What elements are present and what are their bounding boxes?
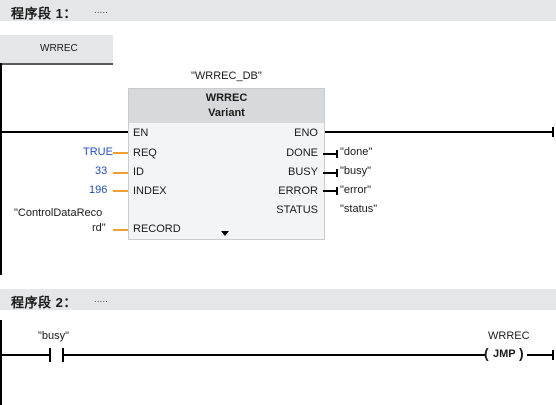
- pin-busy[interactable]: BUSY: [288, 166, 318, 178]
- pin-done[interactable]: DONE: [286, 147, 318, 159]
- pin-eno[interactable]: ENO: [294, 127, 318, 139]
- rung-wire-left: [2, 354, 49, 356]
- busy-wire: [323, 172, 337, 174]
- index-value[interactable]: 196: [89, 184, 108, 196]
- wrrec-function-block[interactable]: WRREC Variant EN REQ ID INDEX RECORD ENO…: [128, 88, 325, 240]
- network-1-header[interactable]: 程序段 1： .....: [0, 0, 556, 21]
- eno-wire: [323, 131, 553, 133]
- done-wire: [323, 153, 337, 155]
- contact-label[interactable]: "busy": [38, 330, 70, 342]
- network-1-label-box[interactable]: WRREC: [0, 35, 113, 65]
- busy-wire-end: [336, 169, 338, 177]
- rung-wire-right: [527, 354, 553, 356]
- rung-wire-mid: [64, 354, 485, 356]
- coil-open-paren: (: [484, 345, 489, 361]
- status-value[interactable]: "status": [340, 203, 378, 215]
- id-value[interactable]: 33: [95, 165, 108, 177]
- error-wire-end: [336, 187, 338, 195]
- index-wire: [113, 190, 128, 192]
- pin-record[interactable]: RECORD: [133, 223, 181, 235]
- id-wire: [113, 172, 128, 174]
- error-wire: [323, 190, 337, 192]
- busy-value[interactable]: "busy": [340, 165, 372, 177]
- done-wire-end: [336, 150, 338, 158]
- req-value[interactable]: TRUE: [83, 146, 113, 158]
- block-name: WRREC: [205, 92, 248, 104]
- error-value[interactable]: "error": [340, 184, 372, 196]
- network-2-header[interactable]: 程序段 2： .....: [0, 289, 556, 310]
- pin-req[interactable]: REQ: [133, 147, 157, 159]
- left-power-rail-1: [0, 63, 2, 275]
- contact-right-bar[interactable]: [62, 348, 64, 362]
- contact-left-bar[interactable]: [49, 348, 51, 362]
- jump-coil-text[interactable]: JMP: [493, 348, 516, 360]
- req-wire: [113, 152, 128, 154]
- pin-index[interactable]: INDEX: [133, 185, 167, 197]
- eno-wire-end: [552, 127, 554, 137]
- network-1-label: WRREC: [40, 43, 78, 54]
- record-value-line1[interactable]: "ControlDataReco: [14, 207, 103, 219]
- network-2-title: 程序段 2：: [11, 295, 77, 310]
- block-type: Variant: [208, 107, 245, 119]
- record-wire: [113, 229, 128, 231]
- network-1-title: 程序段 1：: [11, 6, 77, 21]
- network-1-comment[interactable]: .....: [94, 5, 108, 16]
- pin-error[interactable]: ERROR: [278, 185, 318, 197]
- record-value-line2[interactable]: rd": [92, 222, 106, 234]
- network-2-comment[interactable]: .....: [94, 294, 108, 305]
- pin-status[interactable]: STATUS: [276, 204, 318, 216]
- left-power-rail-2: [0, 320, 2, 405]
- pin-en[interactable]: EN: [133, 127, 149, 139]
- rung-wire-end: [552, 350, 554, 360]
- block-header: WRREC Variant: [129, 89, 324, 123]
- done-value[interactable]: "done": [340, 146, 373, 158]
- expand-arrow-icon[interactable]: [221, 231, 229, 236]
- en-wire: [2, 131, 128, 133]
- instance-db-label[interactable]: "WRREC_DB": [191, 70, 262, 82]
- jump-label[interactable]: WRREC: [488, 330, 530, 342]
- pin-id[interactable]: ID: [133, 166, 144, 178]
- coil-close-paren: ): [519, 345, 524, 361]
